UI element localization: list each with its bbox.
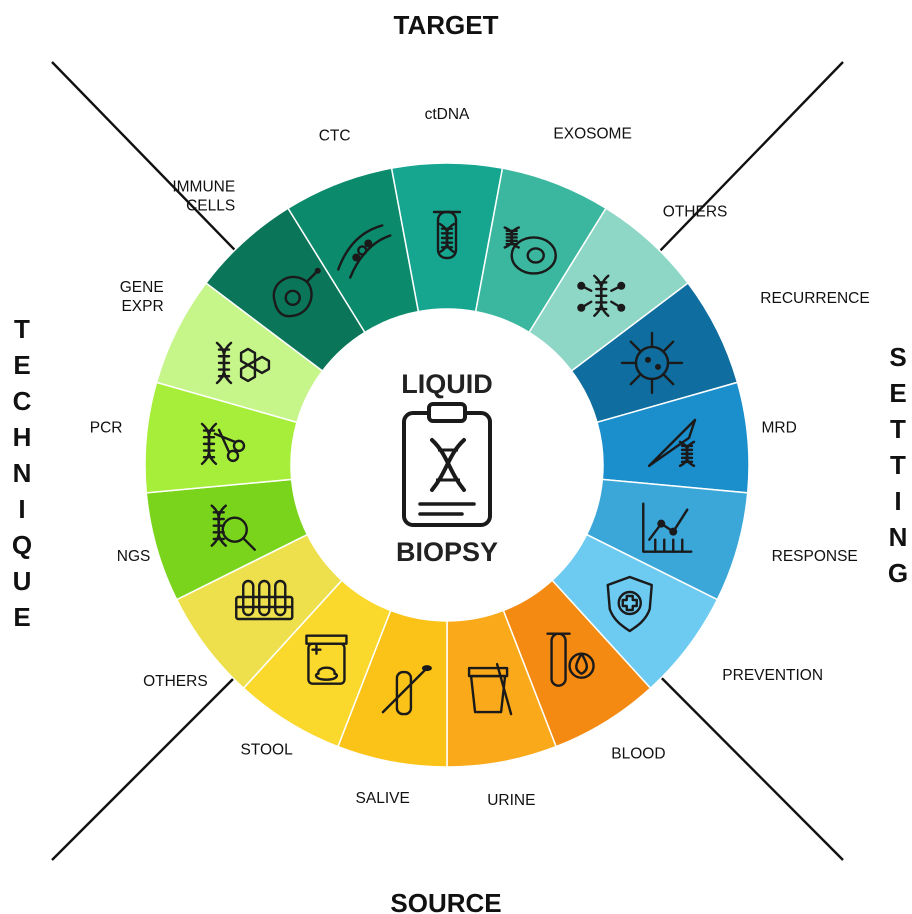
- segment-label-source-blood: BLOOD: [611, 746, 665, 763]
- quadrant-title-technique-letter: U: [13, 566, 32, 596]
- tube-rack-icon: [235, 579, 294, 621]
- segment-label-technique-ngs: NGS: [117, 548, 151, 565]
- scalpel-dna-icon: [647, 418, 697, 468]
- segment-label-target-others: OTHERS: [663, 203, 728, 220]
- dna-network-icon: [577, 274, 626, 317]
- segment-label-technique-pcr: PCR: [90, 420, 123, 437]
- dna-magnifier-icon: [210, 504, 256, 551]
- segment-icons: [200, 210, 697, 716]
- segment-label-target-exosome: EXOSOME: [553, 126, 631, 143]
- segment-label-source-others: OTHERS: [143, 673, 208, 690]
- segment-label-target-ctdna: ctDNA: [425, 106, 470, 123]
- segment-label-setting-prevention: PREVENTION: [722, 667, 823, 684]
- chart-up-icon: [642, 502, 693, 553]
- quadrant-title-technique-letter: C: [13, 386, 32, 416]
- segment-ring: [144, 162, 750, 768]
- quadrant-title-target: TARGET: [394, 10, 499, 40]
- blood-tube-icon: [546, 632, 595, 687]
- segment-label-source-salive: SALIVE: [356, 790, 410, 807]
- segment-label-source-urine: URINE: [487, 792, 535, 809]
- quadrant-title-technique-letter: T: [14, 314, 30, 344]
- clipboard-dna-icon: [402, 402, 492, 527]
- quadrant-title-technique-letter: Q: [12, 530, 32, 560]
- segment-label-target-ctc: CTC: [319, 128, 351, 145]
- segment-label-setting-mrd: MRD: [762, 420, 797, 437]
- quadrant-title-setting-letter: T: [890, 450, 906, 480]
- quadrant-title-technique-letter: E: [13, 350, 30, 380]
- quadrant-title-source: SOURCE: [390, 888, 501, 914]
- segment-labels: ctDNA EXOSOME OTHERS RECURRENCE MRD RESPONSE P…: [90, 106, 870, 809]
- shield-cross-icon: [606, 575, 653, 633]
- quadrant-title-setting-letter: T: [890, 414, 906, 444]
- segment-label-source-stool: STOOL: [240, 742, 293, 759]
- quadrant-title-setting-letter: E: [889, 378, 906, 408]
- segment-label-setting-response: RESPONSE: [772, 548, 858, 565]
- tumor-cell-icon: [620, 331, 684, 395]
- test-tube-dna-icon: [432, 210, 462, 260]
- quadrant-title-technique-letter: H: [13, 422, 32, 452]
- quadrant-title-technique-letter: I: [18, 494, 25, 524]
- urine-cup-icon: [467, 662, 513, 716]
- segment-label-setting-recurrence: RECURRENCE: [760, 290, 869, 307]
- quadrant-title-setting-letter: G: [888, 558, 908, 588]
- stool-jar-icon: [305, 634, 348, 685]
- center-title-liquid: LIQUID: [401, 369, 493, 399]
- quadrant-title-setting-letter: S: [889, 342, 906, 372]
- dna-scissors-icon: [200, 422, 246, 466]
- immune-cell-icon: [272, 267, 321, 318]
- quadrant-title-technique-letter: N: [13, 458, 32, 488]
- quadrant-title-setting-letter: I: [894, 486, 901, 516]
- swab-tube-icon: [381, 665, 432, 716]
- quadrant-title-setting-letter: N: [889, 522, 908, 552]
- quadrant-title-technique-letter: E: [13, 602, 30, 632]
- cell-dna-icon: [503, 226, 557, 275]
- center-title-biopsy: BIOPSY: [396, 537, 498, 567]
- vessel-cells-icon: [337, 224, 392, 279]
- dna-molecule-icon: [215, 341, 271, 385]
